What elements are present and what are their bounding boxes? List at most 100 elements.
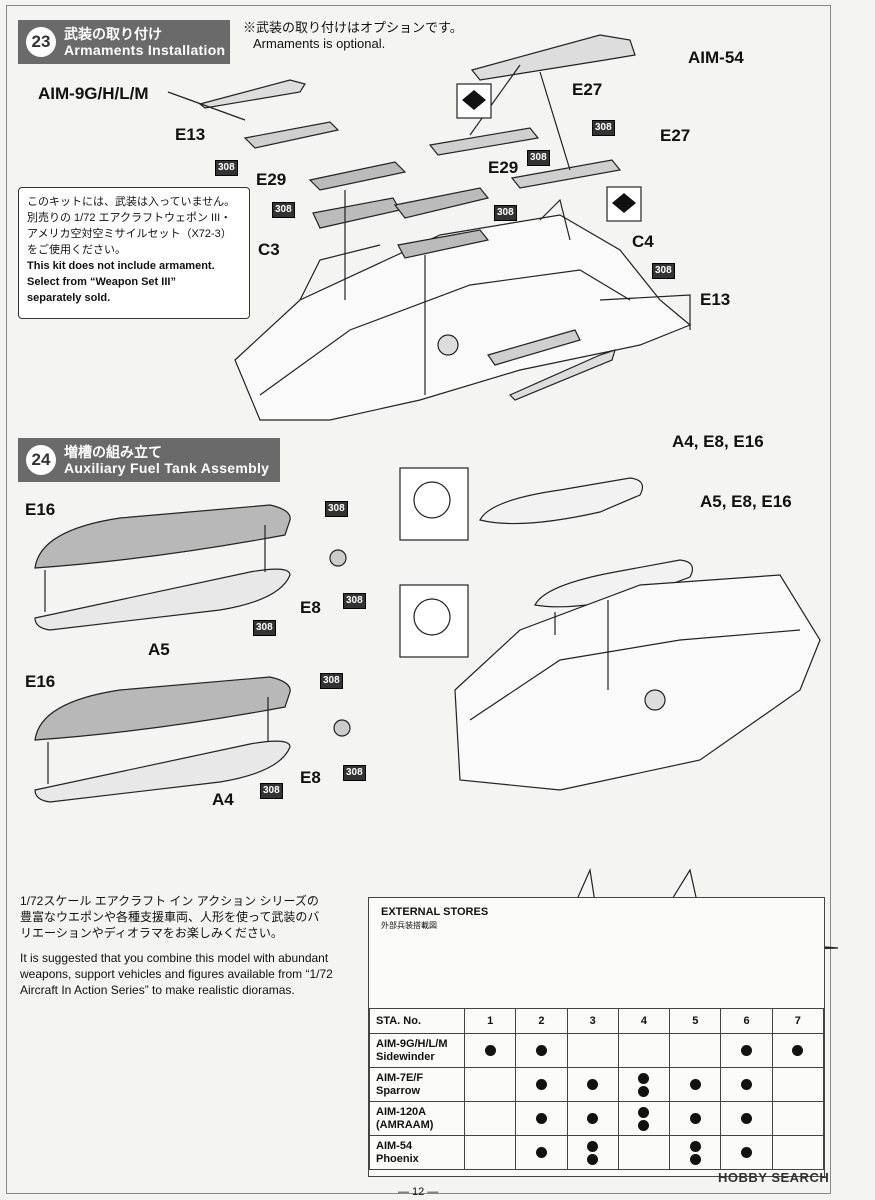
step-23-number: 23: [26, 27, 56, 57]
step-23-header: 23 武装の取り付け Armaments Installation: [18, 20, 230, 64]
label-e29-a: E29: [256, 170, 287, 189]
station-dot: [587, 1140, 599, 1152]
label-e16-a: E16: [25, 500, 56, 519]
station-cell: [566, 1067, 619, 1102]
note-jp-1: このキットには、武装は入っていません。: [27, 196, 236, 208]
station-dot: [535, 1113, 547, 1124]
paint-code: 308: [272, 202, 295, 218]
station-number: 2: [515, 1008, 568, 1034]
station-dot: [689, 1153, 701, 1165]
station-cell: [515, 1033, 568, 1068]
note-jp-2: 別売りの 1/72 エアクラフトウェポン III・: [27, 212, 232, 224]
weapon-nickname: Sparrow: [376, 1084, 421, 1097]
station-cell: [720, 1101, 773, 1136]
station-cell: [515, 1067, 568, 1102]
station-dot: [535, 1147, 547, 1158]
label-e13-b: E13: [700, 290, 731, 309]
station-dot: [535, 1045, 547, 1056]
series-note-jp-3: リエーションやディオラマをお楽しみください。: [20, 926, 283, 940]
station-dot: [741, 1147, 753, 1158]
station-cell: [771, 1067, 825, 1102]
station-dot: [638, 1072, 650, 1084]
aim9-missile-right: [508, 349, 616, 401]
station-number: 1: [463, 1008, 517, 1034]
option-note-jp: ※武装の取り付けはオプションです。: [243, 20, 463, 35]
label-a4-e8-e16: A4, E8, E16: [672, 432, 764, 451]
paint-code: 308: [592, 120, 615, 136]
fuel-tank-top-upper: [34, 504, 291, 569]
label-c4: C4: [632, 232, 654, 251]
paint-code: 308: [320, 673, 343, 689]
option-note-en: Armaments is optional.: [253, 36, 386, 51]
page-number: — 12 —: [398, 1186, 439, 1198]
label-e27-a: E27: [572, 80, 603, 99]
rail-e27-b: [510, 159, 622, 189]
external-stores-title: EXTERNAL STORES: [381, 906, 489, 918]
station-cell: [617, 1033, 671, 1068]
fuel-tank-bottom-lower: [34, 740, 291, 803]
series-note-en-1: It is suggested that you combine this mo…: [20, 951, 329, 965]
station-dot: [587, 1153, 599, 1165]
station-cell: [463, 1135, 517, 1170]
label-aim54: AIM-54: [688, 48, 744, 67]
series-note-en-3: Aircraft In Action Series” to make reali…: [20, 983, 295, 997]
station-cell: [617, 1135, 671, 1170]
label-e8-b: E8: [300, 768, 321, 787]
station-number: 6: [720, 1008, 773, 1034]
station-cell: [720, 1033, 773, 1068]
station-dot: [741, 1045, 753, 1056]
step-24-header: 24 増槽の組み立て Auxiliary Fuel Tank Assembly: [18, 438, 280, 482]
armament-note-box: このキットには、武装は入っていません。 別売りの 1/72 エアクラフトウェポン…: [18, 187, 250, 319]
weapon-designation: AIM-120A: [376, 1105, 427, 1118]
station-number: 5: [669, 1008, 722, 1034]
station-dot: [535, 1079, 547, 1090]
aim9-missile-top: [198, 79, 306, 109]
station-cell: [617, 1101, 671, 1136]
station-dot: [741, 1079, 753, 1090]
paint-code: 308: [652, 263, 675, 279]
label-e29-b: E29: [488, 158, 519, 177]
station-cell: [566, 1033, 619, 1068]
note-en-3: separately sold.: [27, 292, 111, 304]
series-note-jp: 1/72スケール エアクラフト イン アクション シリーズの 豊富なウエポンや各…: [20, 893, 360, 941]
step-24-title-jp: 増槽の組み立て: [64, 443, 162, 460]
fuel-tank-top-lower: [34, 568, 291, 631]
fuel-tank-mounted-a5: [534, 559, 693, 608]
aircraft-fuselage-lower: [454, 574, 821, 791]
label-a4: A4: [212, 790, 234, 809]
fuel-tank-mounted-a4: [479, 477, 643, 525]
pylon-c4: [397, 229, 490, 259]
page-frame: [6, 5, 831, 1194]
paint-code: 308: [527, 150, 550, 166]
paint-code: 308: [253, 620, 276, 636]
paint-code: 308: [494, 205, 517, 221]
rail-e27-a: [428, 127, 540, 156]
pylon-e29-a: [308, 161, 407, 191]
rail-e13-left: [243, 121, 340, 149]
station-number: 7: [771, 1008, 825, 1034]
note-jp-4: をご使用ください。: [27, 244, 126, 256]
aim54-missile: [470, 34, 636, 81]
rail-e13-right: [487, 329, 581, 366]
station-cell: [463, 1033, 517, 1068]
label-c3: C3: [258, 240, 280, 259]
weapon-designation: AIM-7E/F: [376, 1071, 424, 1084]
station-number: 4: [617, 1008, 671, 1034]
weapon-designation: AIM-54: [376, 1139, 413, 1152]
stores-row: AIM-120A(AMRAAM): [369, 1101, 825, 1136]
station-dot: [741, 1113, 753, 1124]
station-dot: [587, 1079, 599, 1090]
pylon-e29-b: [393, 187, 490, 219]
label-e27-b: E27: [660, 126, 691, 145]
paint-code: 308: [343, 765, 366, 781]
weapon-nickname: Sidewinder: [376, 1050, 435, 1063]
series-note-en: It is suggested that you combine this mo…: [20, 950, 365, 998]
label-aim9: AIM-9G/H/L/M: [38, 84, 149, 103]
station-cell: [771, 1033, 825, 1068]
fuel-tank-bottom-upper: [34, 676, 291, 741]
label-a5-e8-e16: A5, E8, E16: [700, 492, 792, 511]
station-cell: [669, 1033, 722, 1068]
